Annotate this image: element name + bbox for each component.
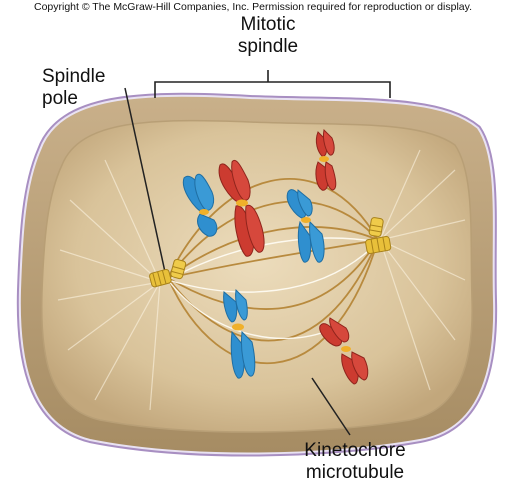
kinetochore-microtubule-pointer	[311, 377, 351, 436]
chromosome-blue-1	[182, 173, 218, 237]
copyright-notice: Copyright © The McGraw-Hill Companies, I…	[33, 1, 473, 13]
white-microtubules	[167, 237, 379, 340]
spindle-bracket	[154, 70, 391, 98]
spindle-pole-left	[149, 258, 187, 288]
spindle-pole-pointer	[124, 87, 166, 273]
spindle-pole-right	[365, 217, 392, 254]
chromosome-red-2	[315, 128, 337, 191]
chromosome-red-3	[319, 317, 369, 385]
kinetochore-microtubule-label-line2: microtubule	[305, 462, 405, 483]
spindle-pole-label-line1: Spindle	[42, 66, 106, 87]
kinetochore-microtubule-label-line1: Kinetochore	[304, 440, 406, 461]
chromosome-blue-2	[286, 189, 325, 263]
chromosome-blue-3	[223, 288, 256, 379]
mitotic-spindle-label-line2: spindle	[237, 36, 299, 57]
spindle-pole-label: Spindle pole	[42, 66, 105, 110]
spindle-pole-label-line2: pole	[42, 88, 78, 109]
mitotic-spindle-label-line1: Mitotic	[240, 14, 296, 35]
chromosome-red-1	[218, 160, 265, 257]
astral-rays	[57, 149, 466, 411]
